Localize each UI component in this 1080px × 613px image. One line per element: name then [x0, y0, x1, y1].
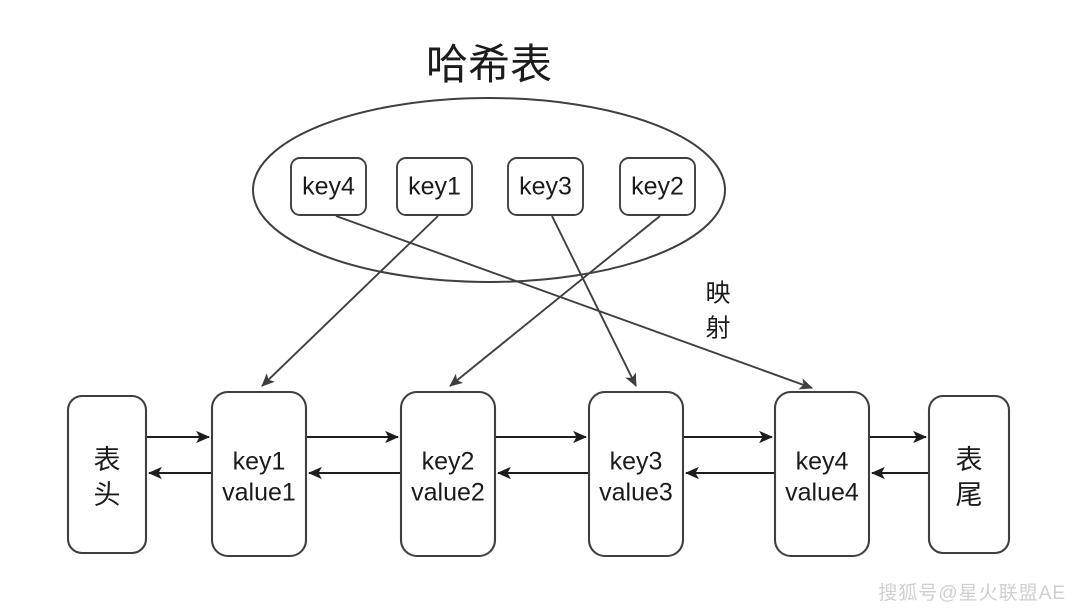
list-node-rect	[587, 390, 685, 558]
list-head-label-line1: 表	[94, 445, 121, 475]
list-node-key: key1	[233, 448, 286, 476]
list-head-box[interactable]: 表 头	[66, 394, 148, 555]
list-node-rect	[210, 390, 308, 558]
list-node-key: key2	[422, 448, 475, 476]
list-node-key4[interactable]: key4 value4	[773, 390, 871, 558]
list-head-label-line2: 头	[94, 480, 121, 510]
key-box-rect	[396, 157, 473, 216]
mapping-label-line2: 射	[705, 315, 730, 343]
key-box-label: key3	[519, 173, 572, 201]
list-node-value: value4	[785, 479, 859, 507]
list-tail-box[interactable]: 表 尾	[927, 394, 1011, 555]
key-box-rect	[507, 157, 584, 216]
hash-table-ellipse	[252, 97, 726, 283]
key-box-label: key1	[408, 173, 461, 201]
mapping-arrow-key3	[551, 215, 637, 387]
list-node-key3[interactable]: key3 value3	[587, 390, 685, 558]
list-node-value: value3	[599, 479, 673, 507]
list-node-key: key3	[610, 448, 663, 476]
key-box-label: key2	[631, 173, 684, 201]
list-node-rect	[773, 390, 871, 558]
list-node-rect	[399, 390, 497, 558]
mapping-arrow-key1	[261, 215, 439, 387]
list-node-value: value1	[222, 479, 296, 507]
key-box-rect	[290, 157, 367, 216]
key-box-key3[interactable]: key3	[507, 157, 584, 216]
key-box-key4[interactable]: key4	[290, 157, 367, 216]
mapping-arrow-key4	[335, 215, 814, 390]
key-box-label: key4	[302, 173, 355, 201]
list-tail-label-line1: 表	[956, 445, 983, 475]
watermark: 搜狐号@星火联盟AE	[878, 583, 1066, 604]
list-tail-rect	[927, 394, 1011, 555]
key-box-rect	[619, 157, 696, 216]
list-node-key1[interactable]: key1 value1	[210, 390, 308, 558]
list-tail-label-line2: 尾	[956, 480, 983, 510]
mapping-arrow-key2	[449, 215, 661, 387]
list-node-value: value2	[411, 479, 485, 507]
list-node-key2[interactable]: key2 value2	[399, 390, 497, 558]
diagram-title: 哈希表	[426, 41, 552, 88]
key-box-key1[interactable]: key1	[396, 157, 473, 216]
mapping-label-line1: 映	[705, 280, 730, 308]
key-box-key2[interactable]: key2	[619, 157, 696, 216]
list-head-rect	[66, 394, 148, 555]
list-node-key: key4	[796, 448, 849, 476]
